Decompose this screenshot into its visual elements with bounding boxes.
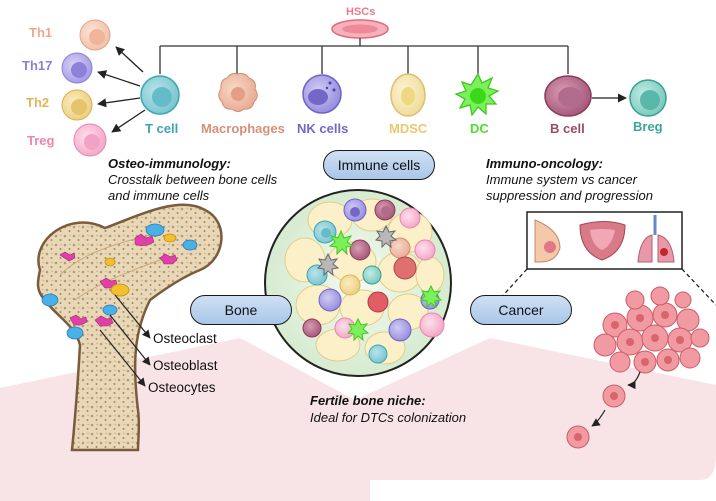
dtc-cell-2 (566, 425, 590, 449)
mdsc-label: MDSC (389, 121, 428, 136)
organ-icons (534, 215, 675, 263)
inset-dash-right (681, 268, 716, 306)
osteo-immunology-line2: and immune cells (108, 188, 210, 203)
osteoclast-label: Osteoclast (153, 331, 217, 346)
b-cell-label: B cell (550, 121, 585, 136)
niche-cells (284, 198, 445, 365)
b-cell (544, 75, 592, 117)
macrophage-cell (218, 73, 258, 112)
tumor-cluster (593, 286, 710, 374)
tumor-nuclei (611, 311, 684, 366)
bone-pill: Bone (190, 295, 292, 325)
cancer-pill: Cancer (470, 295, 572, 325)
dc-cell (454, 72, 500, 117)
immuno-oncology-line1: Immune system vs cancer (486, 172, 637, 187)
bone-illustration (36, 203, 223, 452)
lineage-tree (159, 38, 569, 74)
t-cell-label: T cell (145, 121, 179, 136)
differentiation-arrows (97, 46, 627, 133)
osteo-immunology-line1: Crosstalk between bone cells (108, 172, 278, 187)
nk-cells-label: NK cells (297, 121, 349, 136)
bone-cell-arrows (99, 294, 151, 387)
breg-label: Breg (633, 119, 663, 134)
osteo-immunology-title: Osteo-immunology: (108, 156, 231, 171)
th17-cell (61, 52, 93, 84)
metastasis-arrow-2 (591, 409, 606, 427)
immune-cells-pill: Immune cells (323, 150, 435, 180)
osteoblast-label: Osteoblast (153, 358, 218, 373)
metastasis-arrow-1 (627, 371, 641, 390)
niche-title: Fertile bone niche: (310, 393, 426, 408)
immuno-oncology-title: Immuno-oncology: (486, 156, 603, 171)
inset-dash-left (487, 268, 528, 313)
th2-label: Th2 (26, 95, 50, 110)
immuno-oncology-line2: suppression and progression (486, 188, 653, 203)
macrophages-label: Macrophages (201, 121, 285, 136)
nk-cell (302, 74, 342, 114)
th1-cell (79, 19, 111, 51)
treg-label: Treg (27, 133, 55, 148)
dc-label: DC (470, 121, 489, 136)
t-cell (140, 75, 180, 115)
hsc-label: HSCs (346, 6, 376, 18)
osteocytes-label: Osteocytes (148, 380, 216, 395)
dtc-cell-1 (602, 384, 626, 408)
background-region (0, 338, 716, 501)
mdsc-cell (390, 73, 426, 117)
breg-cell (629, 79, 667, 117)
th17-label: Th17 (22, 58, 53, 73)
th1-label: Th1 (29, 25, 53, 40)
niche-subtitle: Ideal for DTCs colonization (310, 410, 467, 425)
treg-cell (73, 123, 107, 157)
th2-cell (61, 89, 93, 121)
